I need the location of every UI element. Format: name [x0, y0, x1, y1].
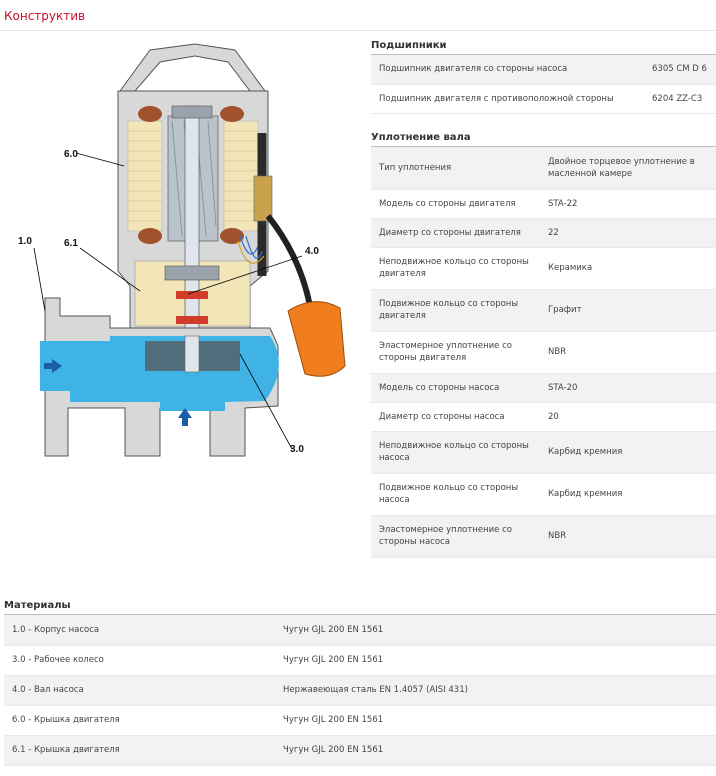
- spec-value: NBR: [540, 331, 716, 374]
- inlet-arrow-icon: [178, 408, 192, 426]
- spec-key: Модель со стороны двигателя: [371, 189, 540, 219]
- cable-gland: [253, 175, 273, 222]
- winding-bottom-left: [138, 228, 162, 244]
- bearings-section: Подшипники Подшипник двигателя со сторон…: [371, 38, 716, 114]
- shaft-seal-section: Уплотнение вала Тип уплотнения Двойное т…: [371, 130, 716, 558]
- spec-value: NBR: [540, 515, 716, 558]
- material-part: 6.1 - Крышка двигателя: [4, 735, 275, 766]
- table-row: Подшипник двигателя с противоположной ст…: [371, 84, 716, 114]
- spec-value: Керамика: [540, 247, 716, 290]
- shaft-seal-table: Тип уплотнения Двойное торцевое уплотнен…: [371, 147, 716, 558]
- table-row: Подвижное кольцо со стороны насоса Карби…: [371, 473, 716, 516]
- spec-key: Модель со стороны насоса: [371, 373, 540, 403]
- material-value: Чугун GJL 200 EN 1561: [275, 735, 716, 766]
- spec-key: Диаметр со стороны насоса: [371, 402, 540, 432]
- spec-key: Эластомерное уплотнение со стороны насос…: [371, 515, 540, 558]
- spec-key: Неподвижное кольцо со стороны насоса: [371, 431, 540, 474]
- label-6-0: 6.0: [64, 149, 78, 160]
- table-row: Подвижное кольцо со стороны двигателя Гр…: [371, 289, 716, 332]
- label-1-0: 1.0: [18, 236, 32, 247]
- material-value: Чугун GJL 200 EN 1561: [275, 645, 716, 676]
- label-3-0: 3.0: [290, 444, 304, 455]
- spec-value: 6305 CM D 6: [644, 55, 716, 85]
- spec-key: Тип уплотнения: [371, 147, 540, 190]
- float-cable: [265, 214, 313, 307]
- table-row: 4.0 - Вал насоса Нержавеющая сталь EN 1.…: [4, 675, 716, 706]
- table-row: 6.1 - Крышка двигателя Чугун GJL 200 EN …: [4, 735, 716, 766]
- material-part: 1.0 - Корпус насоса: [4, 615, 275, 646]
- bearing-lower: [164, 265, 220, 281]
- material-value: Чугун GJL 200 EN 1561: [275, 705, 716, 736]
- spec-value: STA-20: [540, 373, 716, 403]
- table-row: Диаметр со стороны двигателя 22: [371, 218, 716, 248]
- spec-key: Подвижное кольцо со стороны двигателя: [371, 289, 540, 332]
- spec-value: Двойное торцевое уплотнение в масленной …: [540, 147, 716, 190]
- materials-section: Материалы 1.0 - Корпус насоса Чугун GJL …: [4, 598, 716, 766]
- stator-right: [223, 120, 259, 232]
- float-switch: [287, 301, 346, 377]
- spec-key: Диаметр со стороны двигателя: [371, 218, 540, 248]
- page-title: Конструктив: [4, 9, 86, 23]
- spec-value: Карбид кремния: [540, 473, 716, 516]
- table-row: Модель со стороны насоса STA-20: [371, 373, 716, 403]
- winding-bottom-right: [220, 228, 244, 244]
- spec-value: 20: [540, 402, 716, 432]
- label-4-0: 4.0: [305, 246, 319, 257]
- table-row: 3.0 - Рабочее колесо Чугун GJL 200 EN 15…: [4, 645, 716, 676]
- table-row: Подшипник двигателя со стороны насоса 63…: [371, 55, 716, 85]
- table-row: Модель со стороны двигателя STA-22: [371, 189, 716, 219]
- table-row: Тип уплотнения Двойное торцевое уплотнен…: [371, 147, 716, 190]
- outlet-arrow-icon: [44, 359, 62, 373]
- seal-upper: [176, 291, 208, 299]
- spec-value: Графит: [540, 289, 716, 332]
- stator-left: [127, 120, 163, 232]
- spec-value: 6204 ZZ-C3: [644, 84, 716, 114]
- material-part: 4.0 - Вал насоса: [4, 675, 275, 706]
- pump-handle: [119, 43, 266, 92]
- bearings-table: Подшипник двигателя со стороны насоса 63…: [371, 55, 716, 114]
- material-part: 3.0 - Рабочее колесо: [4, 645, 275, 676]
- spec-key: Подшипник двигателя со стороны насоса: [371, 55, 644, 85]
- table-row: Диаметр со стороны насоса 20: [371, 402, 716, 432]
- spec-value: 22: [540, 218, 716, 248]
- table-row: Эластомерное уплотнение со стороны двига…: [371, 331, 716, 374]
- table-row: Неподвижное кольцо со стороны насоса Кар…: [371, 431, 716, 474]
- label-6-1: 6.1: [64, 238, 78, 249]
- material-value: Нержавеющая сталь EN 1.4057 (AISI 431): [275, 675, 716, 706]
- material-value: Чугун GJL 200 EN 1561: [275, 615, 716, 646]
- pump-cross-section-diagram: 6.0 1.0 6.1 4.0 3.0: [18, 43, 346, 457]
- spec-key: Неподвижное кольцо со стороны двигателя: [371, 247, 540, 290]
- winding-top-left: [138, 106, 162, 122]
- spec-value: Карбид кремния: [540, 431, 716, 474]
- materials-table: 1.0 - Корпус насоса Чугун GJL 200 EN 156…: [4, 615, 716, 766]
- spec-value: STA-22: [540, 189, 716, 219]
- materials-heading: Материалы: [4, 598, 716, 615]
- table-row: Неподвижное кольцо со стороны двигателя …: [371, 247, 716, 290]
- title-divider: [0, 30, 716, 31]
- seal-lower: [176, 316, 208, 324]
- table-row: Эластомерное уплотнение со стороны насос…: [371, 515, 716, 558]
- winding-top-right: [220, 106, 244, 122]
- bearing-upper: [171, 105, 213, 119]
- spec-key: Подвижное кольцо со стороны насоса: [371, 473, 540, 516]
- shaft-seal-heading: Уплотнение вала: [371, 130, 716, 147]
- spec-key: Эластомерное уплотнение со стороны двига…: [371, 331, 540, 374]
- spec-key: Подшипник двигателя с противоположной ст…: [371, 84, 644, 114]
- table-row: 1.0 - Корпус насоса Чугун GJL 200 EN 156…: [4, 615, 716, 646]
- table-row: 6.0 - Крышка двигателя Чугун GJL 200 EN …: [4, 705, 716, 736]
- bearings-heading: Подшипники: [371, 38, 716, 55]
- material-part: 6.0 - Крышка двигателя: [4, 705, 275, 736]
